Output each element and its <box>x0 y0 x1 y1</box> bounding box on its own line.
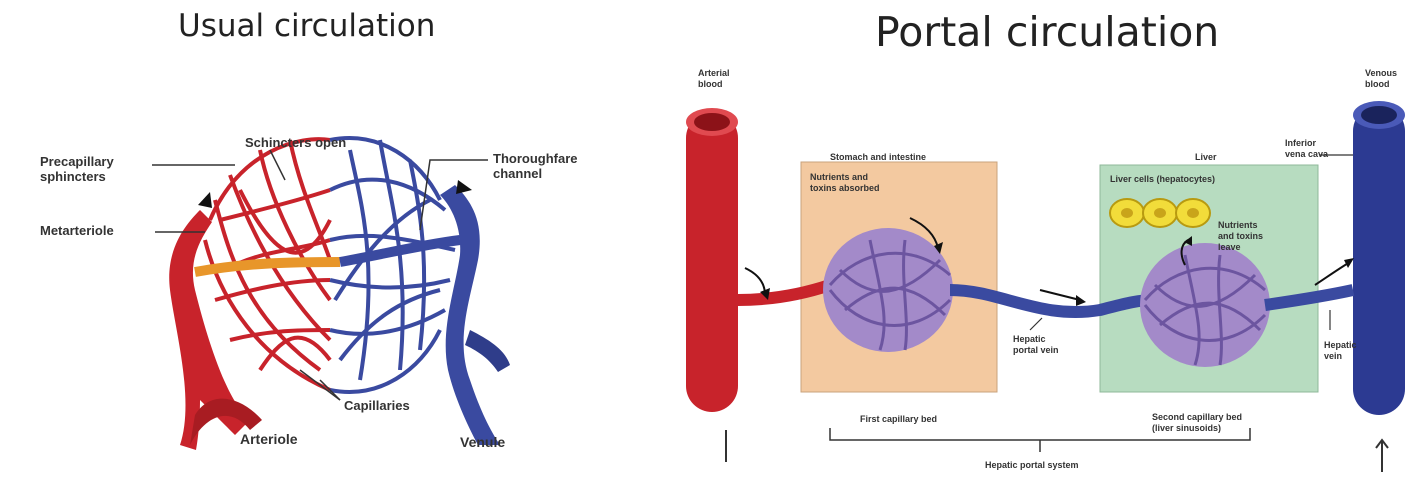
portal-circulation-panel: Portal circulation <box>640 0 1414 477</box>
venous-flow-arrow <box>1376 440 1388 472</box>
arteriole-flow-arrow <box>198 192 212 208</box>
capillary-bed-diagram: Precapillary sphincters Schincters open … <box>0 0 640 477</box>
portal-system-diagram: Arterial blood Venous blood Stomach and … <box>640 0 1414 477</box>
arterial-blood-vessel <box>686 112 738 412</box>
precapillary-sphincters-label: Precapillary sphincters <box>40 154 117 184</box>
metarteriole-label: Metarteriole <box>40 223 114 238</box>
sphincters-open-label: Schincters open <box>245 135 346 150</box>
second-capillary-bed-label: Second capillary bed (liver sinusoids) <box>1152 412 1245 433</box>
venule-vessel <box>440 185 500 445</box>
usual-circulation-panel: Usual circulation <box>0 0 640 477</box>
venule-flow-arrow <box>456 180 472 194</box>
hepatic-portal-vein-label: Hepatic portal vein <box>1013 334 1059 355</box>
venule-label: Venule <box>460 434 505 450</box>
thoroughfare-channel-label: Thoroughfare channel <box>493 151 581 181</box>
first-capillary-bed-label: First capillary bed <box>860 414 937 424</box>
venous-blood-label: Venous blood <box>1365 68 1400 89</box>
inferior-vena-cava-vessel <box>1353 105 1405 415</box>
stomach-intestine-label: Stomach and intestine <box>830 152 926 162</box>
liver-cells-label: Liver cells (hepatocytes) <box>1110 174 1215 184</box>
arterial-blood-label: Arterial blood <box>698 68 732 89</box>
hepatocytes <box>1110 199 1210 227</box>
liver-label: Liver <box>1195 152 1217 162</box>
inferior-vena-cava-label: Inferior vena cava <box>1285 138 1329 159</box>
arteriole-label: Arteriole <box>240 431 298 447</box>
capillaries-label: Capillaries <box>344 398 410 413</box>
hepatic-portal-system-label: Hepatic portal system <box>985 460 1079 470</box>
nutrients-absorbed-label: Nutrients and toxins absorbed <box>810 172 880 193</box>
metarteriole-channel <box>195 262 340 272</box>
